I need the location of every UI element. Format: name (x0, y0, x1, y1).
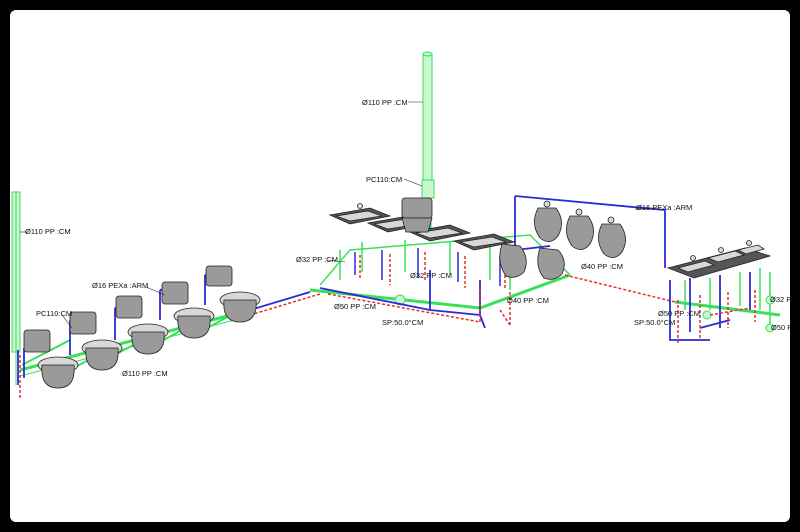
label-pp50-right-b: Ø50 P (771, 323, 790, 332)
label-pex-left: Ø16 PEXa :ARM (92, 281, 148, 290)
urinal-lower-2 (537, 247, 565, 280)
label-pc110-left: PC110:CM (36, 309, 72, 318)
left-vent-stack (11, 191, 21, 385)
toilet-center (401, 197, 433, 233)
toilet-3 (115, 295, 169, 355)
urinal-1 (534, 200, 562, 242)
plumbing-isometric-diagram: Ø110 PP :CM PC110:CM Ø110 PP :CM PC110:C… (11, 51, 790, 400)
sink-3 (408, 224, 472, 242)
label-stack-left: Ø110 PP :CM (25, 227, 71, 236)
label-pp50-right-a: Ø50 PP :CM (658, 309, 700, 318)
toilet-1 (23, 329, 79, 389)
label-pp32-center-left: Ø32 PP :CM (296, 255, 338, 264)
label-sp-center: SP:50.0°CM (382, 318, 423, 327)
leader-lines (20, 101, 655, 329)
toilet-5 (205, 265, 261, 323)
label-pex-right: Ø16 PEXa :ARM (636, 203, 692, 212)
sink-1 (328, 203, 392, 225)
label-stack-main: Ø110 PP :CM (362, 98, 408, 107)
toilet-4 (161, 281, 215, 339)
label-pp40-lower: Ø40 PP :CM (507, 296, 549, 305)
sink-4 (452, 233, 516, 251)
drawing-frame: Ø110 PP :CM PC110:CM Ø110 PP :CM PC110:C… (10, 10, 790, 522)
urinal-lower-1 (499, 243, 527, 278)
label-pp110-bottom: Ø110 PP :CM (122, 369, 168, 378)
toilet-2 (69, 311, 123, 371)
labels: Ø110 PP :CM PC110:CM Ø110 PP :CM PC110:C… (25, 98, 790, 378)
label-sp-right: SP:50.0°CM (634, 318, 675, 327)
urinal-3 (598, 216, 626, 258)
label-pp40-upper: Ø40 PP :CM (581, 262, 623, 271)
label-pp50-center: Ø50 PP :CM (334, 302, 376, 311)
right-supply-network (669, 272, 756, 345)
label-pp32-center: Ø32 PP :CM (410, 271, 452, 280)
urinal-2 (566, 208, 594, 250)
right-sink-counter (666, 240, 772, 279)
main-vent-stack (421, 51, 435, 199)
label-pc110-center: PC110:CM (366, 175, 402, 184)
label-pp32-right: Ø32 PP (770, 295, 790, 304)
